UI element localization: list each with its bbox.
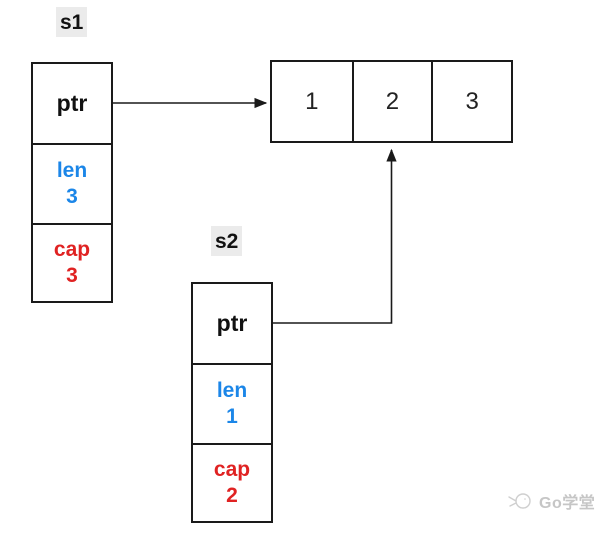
watermark-text: Go学堂: [539, 495, 596, 512]
backing-array-box: 1 2 3: [270, 60, 513, 143]
s2-len-label: len: [216, 378, 248, 402]
s1-len-value: 3: [66, 185, 78, 208]
s2-cap-cell: cap 2: [193, 445, 271, 521]
s2-variable-label: s2: [211, 226, 243, 256]
s2-len-cell: len 1: [193, 365, 271, 445]
array-cell-1: 2: [351, 62, 432, 141]
arrow-s2-ptr-to-array-elem2: [273, 148, 397, 324]
s1-variable-label: s1: [56, 7, 88, 37]
go-xuetang-logo-icon: [508, 493, 531, 509]
s1-cap-cell: cap 3: [33, 225, 111, 301]
s2-ptr-cell: ptr: [193, 284, 271, 365]
s2-ptr-label: ptr: [216, 310, 248, 336]
s1-len-cell: len 3: [33, 145, 111, 225]
array-cell-0: 1: [272, 62, 352, 141]
s1-ptr-cell: ptr: [33, 64, 111, 145]
array-cell-2: 3: [431, 62, 511, 141]
s1-ptr-label: ptr: [56, 90, 88, 116]
s2-len-value: 1: [226, 405, 238, 428]
s2-struct-box: ptr len 1 cap 2: [191, 282, 273, 523]
s1-len-label: len: [56, 158, 88, 182]
watermark: Go学堂: [506, 489, 595, 513]
s1-cap-value: 3: [66, 264, 78, 287]
s1-struct-box: ptr len 3 cap 3: [31, 62, 113, 303]
s2-cap-value: 2: [226, 484, 238, 507]
s1-cap-label: cap: [53, 237, 91, 261]
s2-cap-label: cap: [213, 457, 251, 481]
